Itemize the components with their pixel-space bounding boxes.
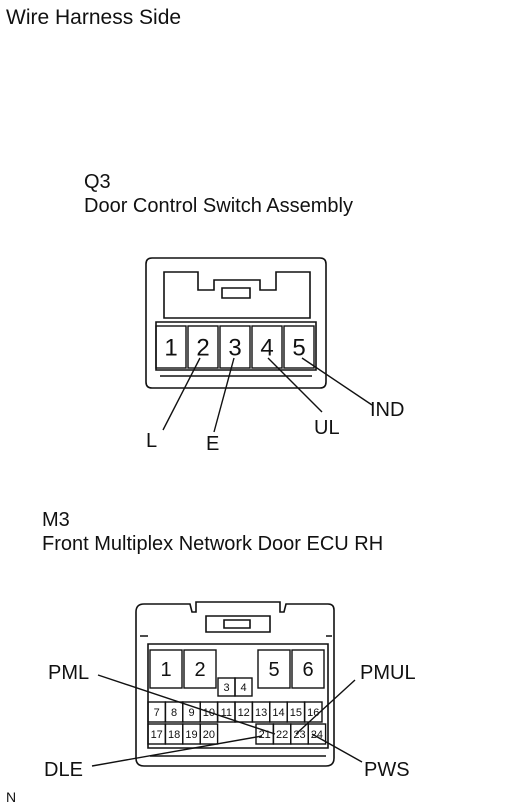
signal-label-pws: PWS: [364, 759, 410, 781]
signal-label-pmul: PMUL: [360, 662, 416, 684]
m3-pin-12: 12: [238, 707, 250, 719]
signal-label-l: L: [146, 430, 157, 452]
m3-pin-22: 22: [276, 729, 288, 741]
connector-q3-name: Door Control Switch Assembly: [84, 195, 353, 217]
connector-m3-code: M3: [42, 509, 70, 531]
m3-pin-4-cavity: [234, 677, 253, 697]
m3-pin-16: 16: [307, 707, 319, 719]
signal-label-dle: DLE: [44, 759, 83, 781]
connector-m3-name: Front Multiplex Network Door ECU RH: [42, 533, 384, 555]
m3-pin-8: 8: [171, 707, 177, 719]
connector-m3-title: M3 Front Multiplex Network Door ECU RH: [42, 508, 383, 556]
m3-pin-5-cavity: [257, 649, 291, 689]
q3-pin-3: 3: [228, 335, 241, 362]
m3-pin-1: 1: [160, 659, 171, 681]
q3-pin-2-cavity: [187, 325, 219, 369]
m3-pin-1-cavity: [149, 649, 183, 689]
q3-pin-5-cavity: [283, 325, 315, 369]
q3-pin-4-cavity: [251, 325, 283, 369]
m3-pin-11: 11: [221, 707, 232, 719]
m3-pin-2-cavity: [183, 649, 217, 689]
q3-pin-4: 4: [260, 335, 273, 362]
signal-label-e: E: [206, 433, 219, 455]
m3-pin-10: 10: [203, 707, 215, 719]
connector-q3-title: Q3 Door Control Switch Assembly: [84, 170, 353, 218]
m3-pin-16-cavity: [303, 701, 323, 723]
page-title: Wire Harness Side: [6, 6, 182, 29]
m3-pin-5: 5: [268, 659, 279, 681]
m3-pin-4: 4: [240, 682, 246, 694]
m3-pin-14: 14: [272, 707, 284, 719]
m3-pin-23: 23: [293, 729, 305, 741]
figure-code: N: [6, 789, 17, 805]
signal-label-ind: IND: [370, 399, 404, 421]
m3-pin-20-cavity: [199, 723, 219, 745]
m3-pin-2: 2: [194, 659, 205, 681]
m3-pin-19: 19: [185, 729, 197, 741]
m3-pin-18: 18: [168, 729, 180, 741]
q3-pin-3-cavity: [219, 325, 251, 369]
m3-pin-6: 6: [302, 659, 313, 681]
m3-pin-13: 13: [255, 707, 267, 719]
m3-pin-17: 17: [151, 729, 163, 741]
m3-pin-3: 3: [223, 682, 229, 694]
m3-pin-7: 7: [154, 707, 160, 719]
m3-pin-20: 20: [203, 729, 215, 741]
signal-label-pml: PML: [48, 662, 89, 684]
signal-label-ul: UL: [314, 417, 340, 439]
q3-pin-1-cavity: [155, 325, 187, 369]
q3-pin-5: 5: [292, 335, 305, 362]
m3-pin-15: 15: [290, 707, 302, 719]
q3-pin-2: 2: [196, 335, 209, 362]
m3-pin-9: 9: [188, 707, 194, 719]
m3-pin-24-cavity: [307, 723, 327, 745]
m3-pin-6-cavity: [291, 649, 325, 689]
q3-pin-1: 1: [164, 335, 177, 362]
connector-q3-code: Q3: [84, 171, 111, 193]
